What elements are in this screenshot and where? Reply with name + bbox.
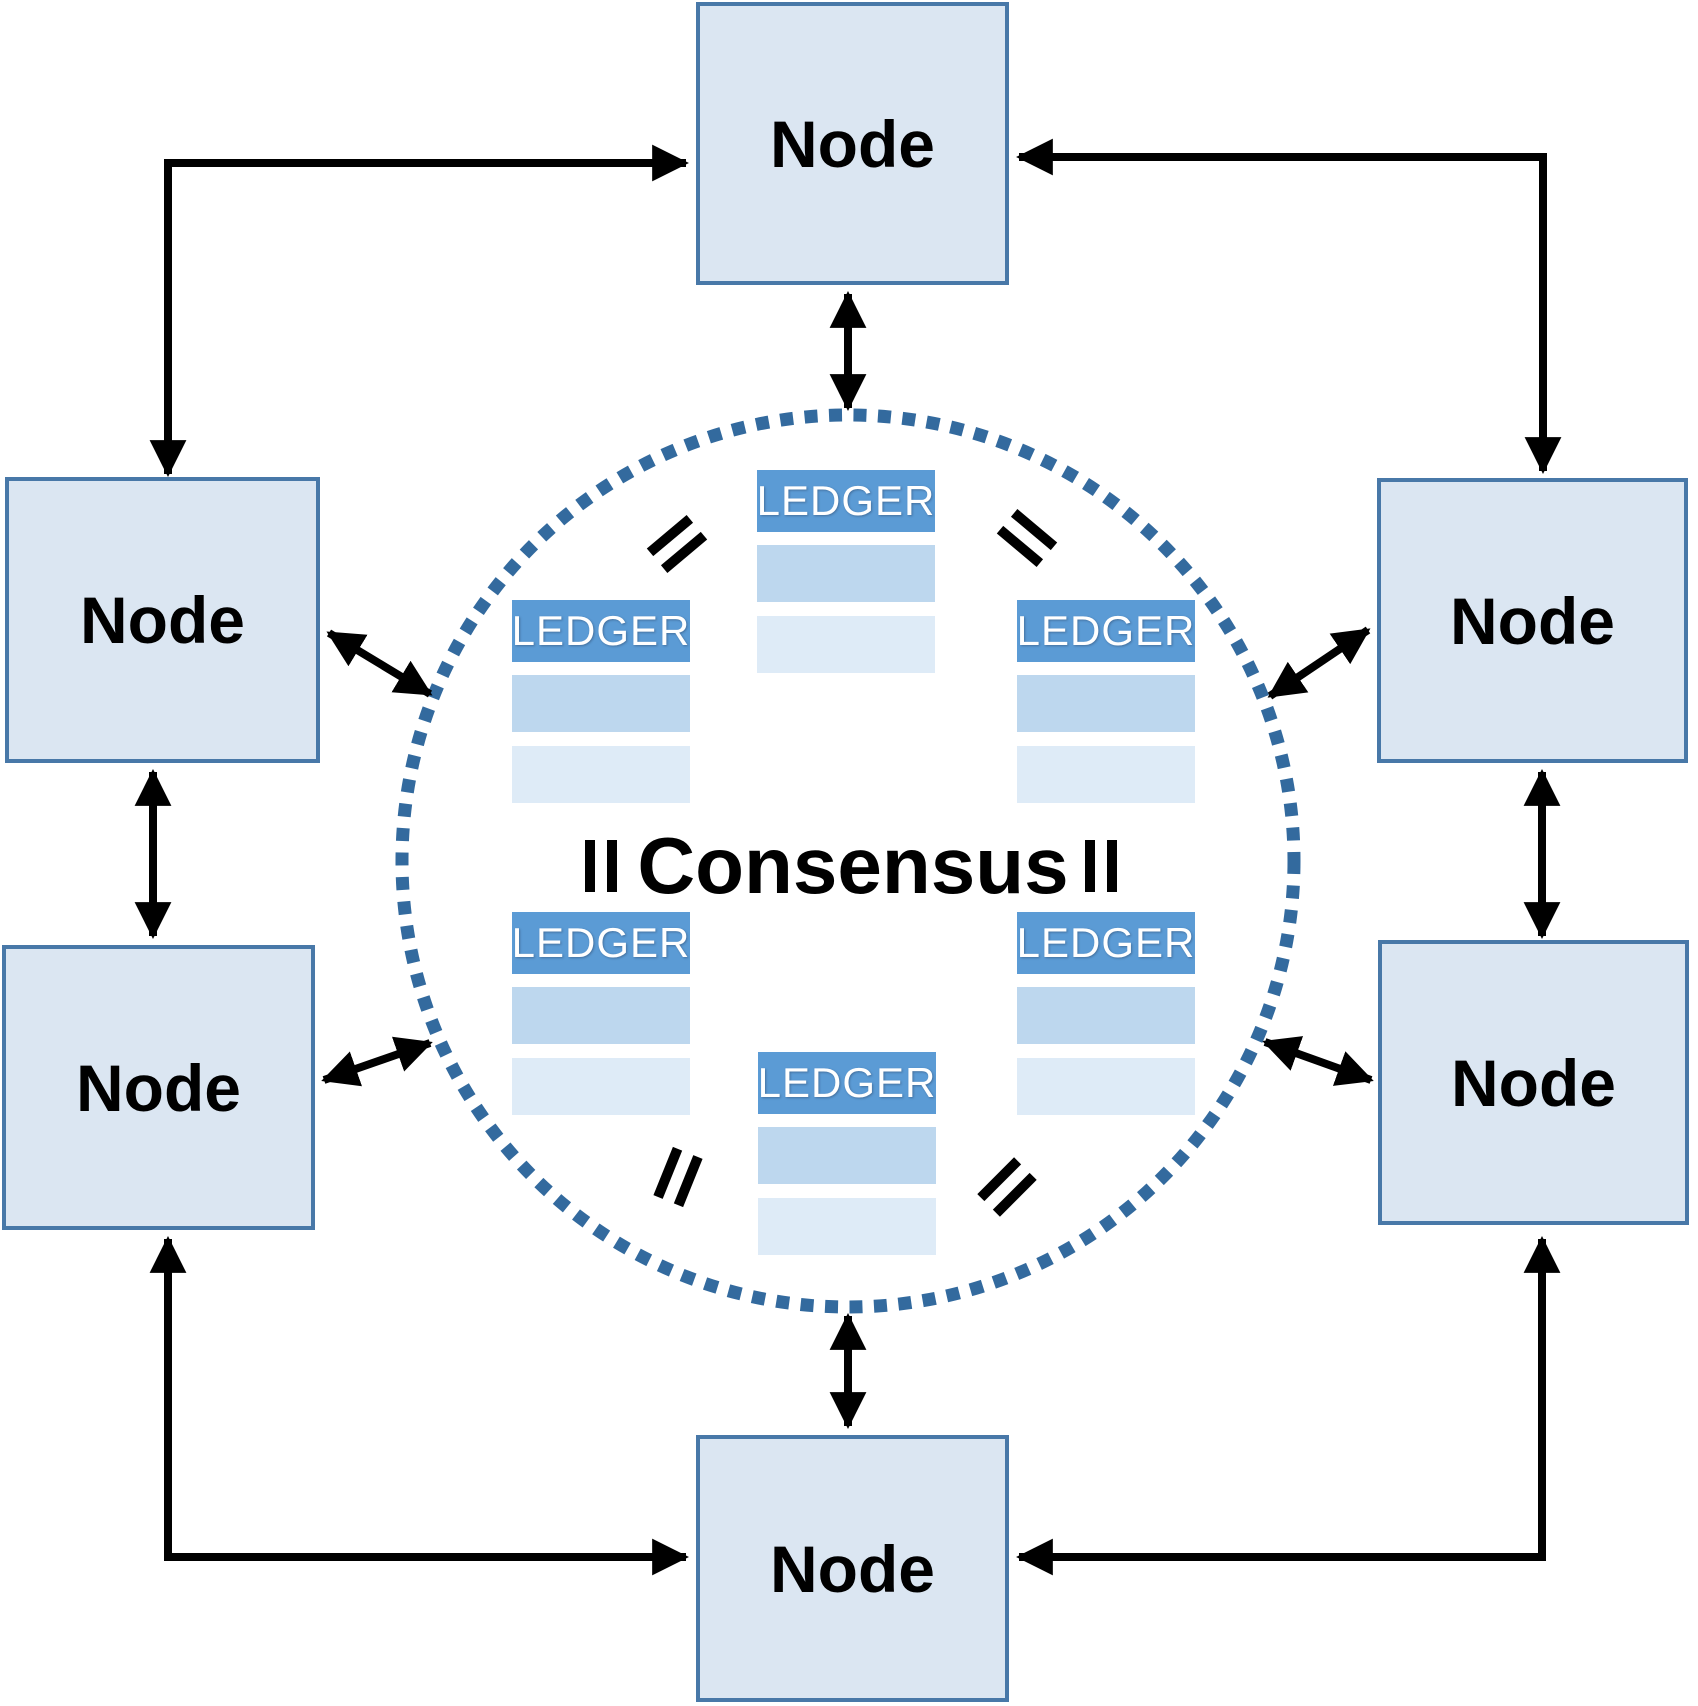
arrow-top-left-elbow xyxy=(149,144,689,477)
ledger-row xyxy=(1017,746,1195,803)
node-label: Node xyxy=(76,1050,241,1125)
arrow-bottom-right-elbow xyxy=(1016,1236,1561,1576)
equals-icon xyxy=(585,840,617,892)
node-box-left-lower: Node xyxy=(2,945,315,1230)
ledger-row xyxy=(512,675,690,732)
node-label: Node xyxy=(770,106,935,181)
node-label: Node xyxy=(1450,583,1615,658)
equals-icon xyxy=(1085,840,1117,892)
ledger-lower-right: LEDGER xyxy=(1017,912,1195,1115)
arrow-bottom-left-elbow xyxy=(149,1236,689,1576)
ledger-title: LEDGER xyxy=(757,470,935,532)
ledger-lower-left: LEDGER xyxy=(512,912,690,1115)
ledger-row xyxy=(1017,1058,1195,1115)
ledger-row xyxy=(758,1198,936,1255)
ledger-row xyxy=(757,616,935,673)
arrow-top-right-elbow xyxy=(1016,138,1562,474)
ledger-row xyxy=(512,987,690,1044)
ledger-mid-right: LEDGER xyxy=(1017,600,1195,803)
ledger-row xyxy=(1017,675,1195,732)
ledger-title: LEDGER xyxy=(1017,600,1195,662)
node-box-right-upper: Node xyxy=(1377,478,1688,763)
arrow-left-lower-node-to-circle xyxy=(321,1036,433,1087)
ledger-row xyxy=(512,746,690,803)
node-box-left-upper: Node xyxy=(5,477,320,763)
arrow-right-lower-node-to-circle xyxy=(1262,1036,1374,1086)
ledger-row xyxy=(758,1127,936,1184)
arrow-right-upper-node-to-circle xyxy=(1267,626,1371,700)
node-label: Node xyxy=(1451,1045,1616,1120)
ledger-bottom-center: LEDGER xyxy=(758,1052,936,1255)
node-box-top: Node xyxy=(696,2,1009,285)
node-label: Node xyxy=(770,1531,935,1606)
consensus-circle xyxy=(395,408,1301,1314)
ledger-row xyxy=(512,1058,690,1115)
node-label: Node xyxy=(80,583,245,657)
ledger-top-center: LEDGER xyxy=(757,470,935,673)
ledger-title: LEDGER xyxy=(1017,912,1195,974)
ledger-title: LEDGER xyxy=(512,912,690,974)
node-box-bottom: Node xyxy=(696,1435,1009,1702)
ledger-row xyxy=(1017,987,1195,1044)
ledger-mid-left: LEDGER xyxy=(512,600,690,803)
node-box-right-lower: Node xyxy=(1378,940,1689,1225)
arrow-left-upper-node-to-circle xyxy=(326,629,433,698)
consensus-label: Consensus xyxy=(637,821,1069,910)
ledger-title: LEDGER xyxy=(758,1052,936,1114)
ledger-title: LEDGER xyxy=(512,600,690,662)
ledger-row xyxy=(757,545,935,602)
